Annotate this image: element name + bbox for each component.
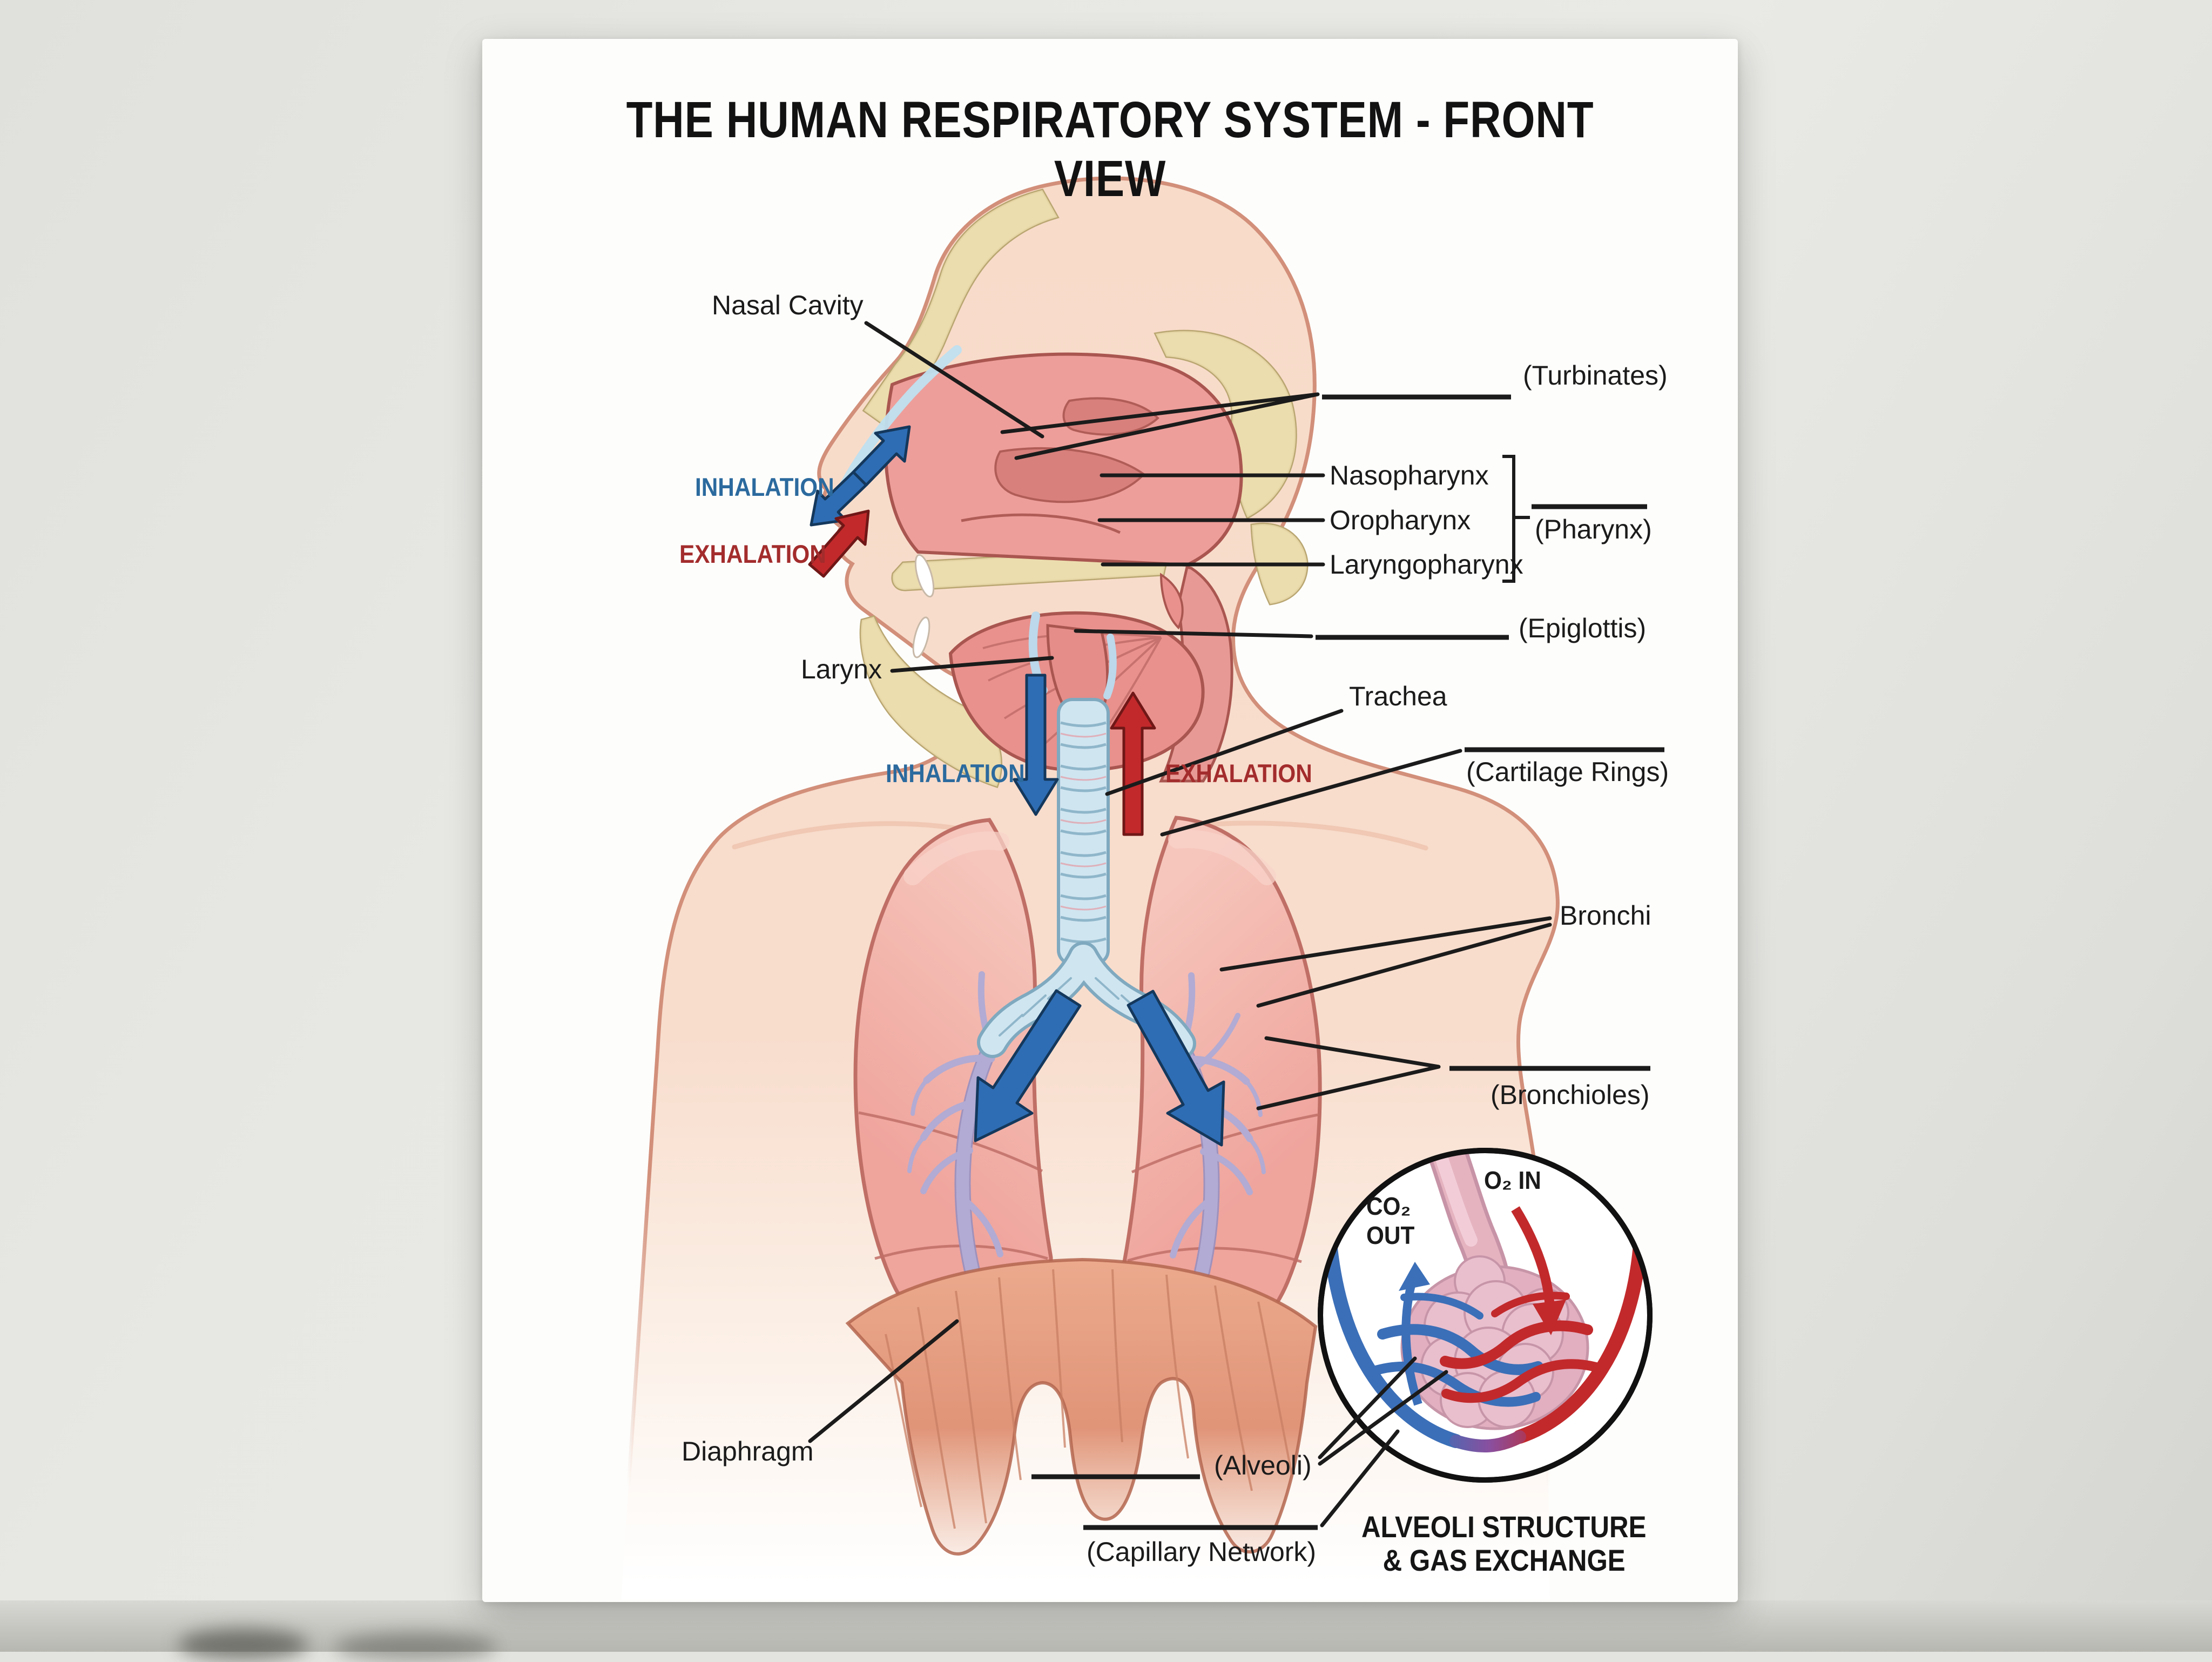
label-inhalation-chest: INHALATION bbox=[886, 759, 1025, 788]
label-inhalation-head: INHALATION bbox=[695, 473, 834, 501]
label-nasal-cavity: Nasal Cavity bbox=[712, 290, 864, 320]
label-alveoli: (Alveoli) bbox=[1214, 1450, 1312, 1481]
label-larynx: Larynx bbox=[801, 654, 882, 684]
label-oropharynx: Oropharynx bbox=[1330, 505, 1471, 535]
wall-baseboard bbox=[0, 1600, 2212, 1652]
label-pharynx: (Pharynx) bbox=[1535, 514, 1652, 544]
label-cartilage-rings: (Cartilage Rings) bbox=[1466, 757, 1669, 787]
label-epiglottis: (Epiglottis) bbox=[1519, 613, 1647, 643]
poster-title: THE HUMAN RESPIRATORY SYSTEM - FRONT VIE… bbox=[482, 91, 1738, 208]
wall-smudge bbox=[335, 1632, 497, 1662]
label-laryngopharynx: Laryngopharynx bbox=[1330, 549, 1523, 580]
label-co2-out: CO₂ OUT bbox=[1366, 1192, 1415, 1249]
label-nasopharynx: Nasopharynx bbox=[1330, 460, 1489, 490]
label-bronchioles: (Bronchioles) bbox=[1491, 1080, 1650, 1110]
wall-smudge bbox=[178, 1629, 308, 1661]
label-o2-in: O₂ IN bbox=[1484, 1166, 1541, 1194]
label-exhalation-head: EXHALATION bbox=[679, 540, 826, 568]
label-bronchi: Bronchi bbox=[1560, 900, 1651, 931]
anatomy-poster bbox=[482, 39, 1738, 1602]
label-turbinates: (Turbinates) bbox=[1523, 360, 1668, 391]
inset-caption-line2: & GAS EXCHANGE bbox=[1382, 1543, 1626, 1577]
inset-caption-line1: ALVEOLI STRUCTURE bbox=[1361, 1510, 1647, 1544]
poster-title-text: THE HUMAN RESPIRATORY SYSTEM - FRONT VIE… bbox=[626, 91, 1594, 207]
label-diaphragm: Diaphragm bbox=[682, 1436, 814, 1466]
label-exhalation-chest: EXHALATION bbox=[1165, 759, 1312, 788]
label-capillary-network: (Capillary Network) bbox=[1087, 1537, 1317, 1567]
label-trachea: Trachea bbox=[1349, 681, 1447, 711]
